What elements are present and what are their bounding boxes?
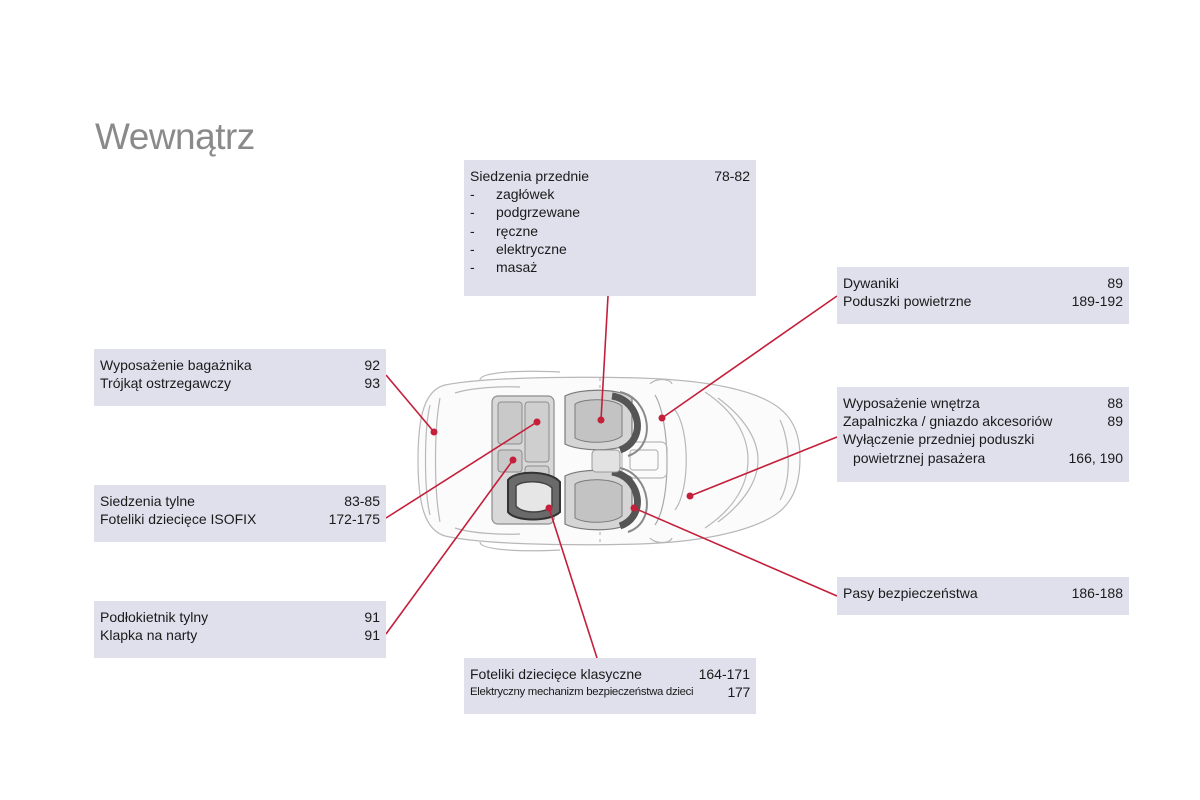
callout-interior: Wyposażenie wnętrza 88 Zapalniczka / gnia… [837, 387, 1129, 482]
list-item: - zagłówek [470, 185, 750, 203]
item-label: zagłówek [496, 186, 555, 203]
callout-label: Wyposażenie bagażnika [100, 357, 252, 373]
callout-row: Elektryczny mechanizm bezpieczeństwa dzi… [470, 683, 750, 701]
page-title: Wewnątrz [95, 116, 255, 157]
anchor-child-seats [545, 504, 553, 512]
callout-label: Foteliki dziecięce ISOFIX [100, 511, 257, 528]
callout-rear-seats: Siedzenia tylne 83-85 Foteliki dziecięce … [94, 485, 386, 542]
callout-belts: Pasy bezpieczeństwa 186-188 [837, 577, 1129, 615]
callout-row: powietrznej pasażera 166, 190 [843, 449, 1123, 467]
list-item: - ręczne [470, 222, 750, 240]
callout-pages: 177 [727, 684, 751, 701]
callout-row: Foteliki dziecięce ISOFIX 172-175 [100, 510, 380, 528]
leader-rear-seats [385, 421, 538, 519]
callout-row: Dywaniki 89 [843, 274, 1123, 292]
callout-pages: 83-85 [344, 493, 380, 509]
callout-label: Trójkąt ostrzegawczy [100, 375, 231, 392]
callout-row: Podłokietnik tylny 91 [100, 608, 380, 626]
callout-row: Wyposażenie bagażnika 92 [100, 356, 380, 374]
leader-belts [633, 507, 838, 597]
anchor-front-seats [597, 416, 605, 424]
callout-label: powietrznej pasażera [853, 449, 986, 466]
leader-mats [661, 295, 838, 419]
anchor-armrest [509, 456, 517, 464]
callout-label: Pasy bezpieczeństwa [843, 585, 978, 601]
callout-row: Zapalniczka / gniazdo akcesoriów 89 [843, 412, 1123, 430]
callout-label: Elektryczny mechanizm bezpieczeństwa dzi… [470, 686, 694, 699]
list-item: - podgrzewane [470, 203, 750, 221]
callout-row: Foteliki dziecięce klasyczne 164-171 [470, 665, 750, 683]
callout-armrest: Podłokietnik tylny 91 Klapka na narty 91 [94, 601, 386, 658]
callout-label: Poduszki powietrzne [843, 293, 972, 310]
leader-child-seats [548, 507, 598, 659]
callout-label: Podłokietnik tylny [100, 609, 209, 625]
callout-front-seats: Siedzenia przednie 78-82 - zagłówek - podg… [464, 160, 756, 296]
callout-pages: 172-175 [328, 511, 380, 528]
bullet-dash: - [470, 186, 475, 203]
callout-row: Wyłączenie przedniej poduszki [843, 430, 1123, 448]
anchor-boot [430, 428, 438, 436]
callout-pages: 92 [364, 357, 380, 373]
callout-row: Trójkąt ostrzegawczy 93 [100, 374, 380, 392]
callout-pages: 166, 190 [1068, 449, 1124, 466]
callout-row: Wyposażenie wnętrza 88 [843, 394, 1123, 412]
item-label: elektryczne [496, 240, 567, 257]
leader-boot [385, 374, 435, 433]
anchor-belts [630, 504, 638, 512]
callout-child-seats: Foteliki dziecięce klasyczne 164-171 Elek… [464, 658, 756, 714]
callout-row: Pasy bezpieczeństwa 186-188 [843, 584, 1123, 602]
anchor-mats [658, 414, 666, 422]
callout-label: Zapalniczka / gniazdo akcesoriów [843, 413, 1053, 430]
callout-pages: 93 [364, 375, 380, 392]
callout-label: Siedzenia przednie [470, 168, 590, 184]
callout-pages: 91 [364, 627, 380, 644]
list-item: - elektryczne [470, 240, 750, 258]
callout-row: Siedzenia tylne 83-85 [100, 492, 380, 510]
bullet-dash: - [470, 204, 475, 221]
callout-row: Klapka na narty 91 [100, 626, 380, 644]
callout-label: Siedzenia tylne [100, 493, 195, 509]
callout-pages: 91 [364, 609, 380, 625]
callout-label: Foteliki dziecięce klasyczne [470, 666, 642, 682]
callout-label: Klapka na narty [100, 627, 198, 644]
leader-armrest [385, 459, 514, 635]
callout-pages: 89 [1107, 275, 1123, 291]
item-label: podgrzewane [496, 204, 581, 221]
bullet-dash: - [470, 222, 475, 239]
item-label: ręczne [496, 222, 539, 239]
callout-pages: 89 [1107, 413, 1123, 430]
item-label: masaż [496, 259, 538, 276]
callout-row: Poduszki powietrzne 189-192 [843, 292, 1123, 310]
anchor-rear-seats [533, 418, 541, 426]
callout-pages: 186-188 [1071, 585, 1123, 601]
callout-row: Siedzenia przednie 78-82 [470, 167, 750, 185]
leader-front-seats [600, 295, 609, 421]
callout-label: Wyposażenie wnętrza [843, 395, 980, 411]
callout-pages: 164-171 [698, 666, 750, 682]
leader-lines [385, 295, 838, 659]
callout-label: Dywaniki [843, 275, 900, 291]
anchor-interior [686, 492, 694, 500]
callout-pages: 189-192 [1071, 293, 1123, 310]
callout-label: Wyłączenie przedniej poduszki [843, 431, 1035, 448]
bullet-dash: - [470, 240, 475, 257]
callout-mats: Dywaniki 89 Poduszki powietrzne 189-192 [837, 267, 1129, 324]
callout-pages [1115, 430, 1123, 448]
list-item: - masaż [470, 258, 750, 276]
leader-interior [689, 436, 838, 497]
callout-pages: 78-82 [714, 168, 750, 184]
bullet-dash: - [470, 259, 475, 276]
callout-boot: Wyposażenie bagażnika 92 Trójkąt ostrzega… [94, 349, 386, 406]
callout-pages: 88 [1107, 395, 1123, 411]
